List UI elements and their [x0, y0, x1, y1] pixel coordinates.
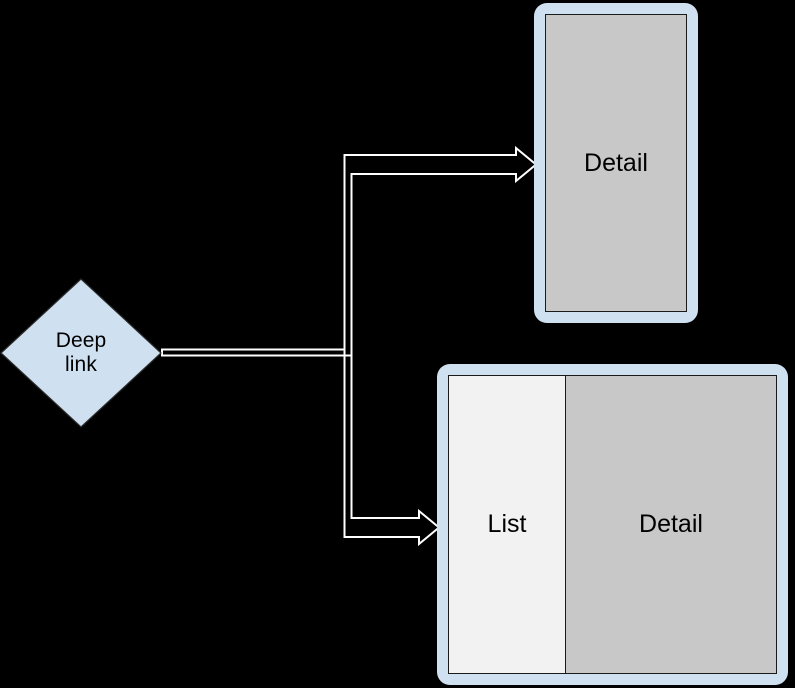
node-deep-link[interactable]: Deep link [0, 278, 162, 428]
node-deep-link-label: Deep link [0, 278, 162, 428]
phone-detail-pane[interactable]: Detail [546, 15, 686, 311]
tablet-screen: List Detail [448, 375, 777, 674]
edge-deep-link-to-phone [161, 145, 538, 357]
node-tablet-frame[interactable]: List Detail [437, 364, 788, 685]
node-deep-link-label-line2: link [65, 353, 97, 376]
edge-deep-link-to-tablet [162, 348, 441, 547]
tablet-detail-label: Detail [639, 510, 703, 538]
tablet-detail-pane[interactable]: Detail [566, 376, 776, 673]
phone-detail-label: Detail [584, 148, 648, 177]
tablet-list-label: List [487, 510, 527, 538]
tablet-list-pane[interactable]: List [449, 376, 566, 673]
phone-screen: Detail [545, 14, 687, 312]
node-phone-frame[interactable]: Detail [534, 3, 698, 323]
node-deep-link-label-line1: Deep [55, 328, 107, 352]
diamond-shape [0, 278, 162, 428]
